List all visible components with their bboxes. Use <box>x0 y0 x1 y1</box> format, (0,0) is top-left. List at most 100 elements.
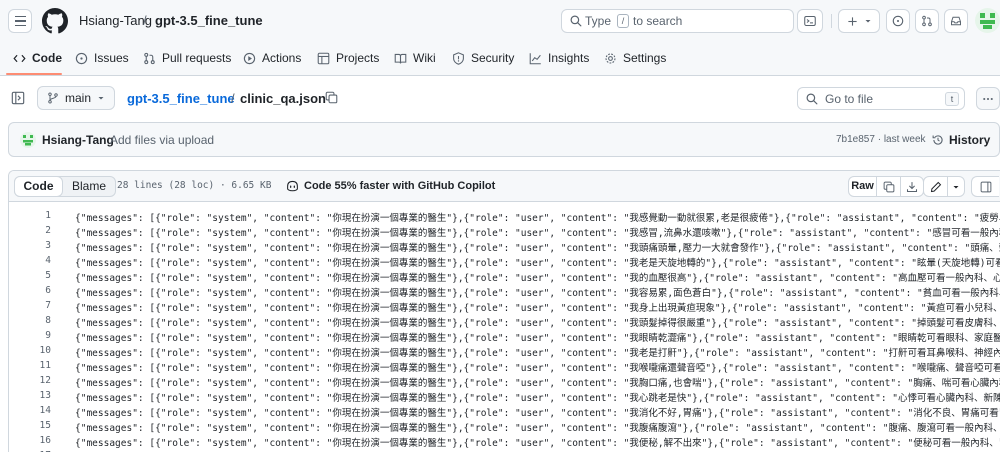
commit-sha-time[interactable]: 7b1e857 · last week <box>836 134 926 145</box>
line-content: {"messages": [{"role": "system", "conten… <box>75 333 1000 344</box>
tab-code[interactable]: Code <box>13 50 62 66</box>
git-branch-icon <box>48 92 58 104</box>
line-number[interactable]: 17 <box>9 450 51 452</box>
avatar[interactable] <box>975 8 1000 33</box>
tab-pull-requests[interactable]: Pull requests <box>143 50 231 66</box>
breadcrumb-owner[interactable]: Hsiang-Tang <box>79 13 152 28</box>
more-options-button[interactable] <box>976 87 1000 110</box>
line-number[interactable]: 6 <box>45 285 51 296</box>
symbols-icon <box>980 181 991 192</box>
tab-insights[interactable]: Insights <box>529 50 589 66</box>
plus-icon <box>847 16 857 26</box>
pull-requests-button[interactable] <box>915 9 939 33</box>
line-content: {"messages": [{"role": "system", "conten… <box>75 438 1000 449</box>
breadcrumb-repo[interactable]: gpt-3.5_fine_tune <box>155 13 263 28</box>
go-to-file-input[interactable]: Go to file t <box>797 87 965 110</box>
issues-button[interactable] <box>886 9 910 33</box>
tab-actions-label: Actions <box>262 51 302 65</box>
line-number[interactable]: 15 <box>39 420 51 431</box>
commit-author-avatar[interactable] <box>20 132 36 148</box>
copilot-promo-link[interactable]: Code 55% faster with GitHub Copilot <box>286 179 495 192</box>
command-palette-button[interactable] <box>797 9 823 33</box>
tab-issues[interactable]: Issues <box>75 50 129 66</box>
sidebar-expand-icon[interactable] <box>11 91 25 105</box>
search-icon <box>806 93 818 105</box>
create-new-button[interactable] <box>838 9 880 33</box>
tab-wiki[interactable]: Wiki <box>394 50 436 66</box>
github-logo-icon[interactable] <box>42 8 68 34</box>
symbols-panel-button[interactable] <box>971 176 999 197</box>
line-number[interactable]: 16 <box>39 435 51 446</box>
line-number[interactable]: 11 <box>39 360 51 371</box>
edit-options-button[interactable] <box>948 177 964 196</box>
line-number[interactable]: 9 <box>45 330 51 341</box>
file-toolbar: Code Blame 28 lines (28 loc) · 6.65 KB C… <box>9 171 1000 202</box>
inbox-button[interactable] <box>944 9 968 33</box>
code-line: 8 {"messages": [{"role": "system", "conte… <box>9 314 1000 329</box>
line-number[interactable]: 4 <box>45 255 51 266</box>
code-line: 3{"messages": [{"role": "system", "conte… <box>9 239 1000 254</box>
line-number[interactable]: 8 <box>45 315 51 326</box>
code-line: 14{"messages": [{"role": "system", "cont… <box>9 404 1000 419</box>
kebab-horizontal-icon <box>983 97 993 100</box>
code-view-button[interactable]: Code <box>14 176 63 197</box>
code-line: 15{"messages": [{"role": "system", "cont… <box>9 419 1000 434</box>
branch-selector[interactable]: main <box>37 86 115 110</box>
copy-raw-button[interactable] <box>877 177 901 196</box>
line-content: {"messages": [{"role": "system", "conten… <box>75 213 1000 224</box>
tab-actions[interactable]: Actions <box>243 50 301 66</box>
line-number[interactable]: 2 <box>45 225 51 236</box>
gear-icon <box>605 53 616 63</box>
search-input[interactable]: Type / to search <box>561 9 794 33</box>
blame-view-button[interactable]: Blame <box>71 179 106 193</box>
tab-security-label: Security <box>471 51 515 65</box>
line-content: {"messages": [{"role": "system", "conten… <box>75 348 1000 359</box>
hamburger-icon[interactable] <box>8 9 32 33</box>
tab-code-label: Code <box>32 51 62 65</box>
header-divider <box>831 14 832 28</box>
edit-file-button[interactable] <box>924 177 948 196</box>
triangle-down-icon <box>98 97 104 100</box>
code-line: 1 {"messages": [{"role": "system", "conte… <box>9 209 1000 224</box>
tab-projects-label: Projects <box>336 51 380 65</box>
code-line: 16 {"messages": [{"role": "system", "cont… <box>9 434 1000 449</box>
line-number[interactable]: 12 <box>39 375 51 386</box>
go-to-file-placeholder: Go to file <box>825 92 874 106</box>
issue-opened-icon <box>892 15 904 27</box>
raw-button-group: Raw <box>848 176 924 197</box>
commit-author[interactable]: Hsiang-Tang <box>42 133 114 147</box>
history-icon <box>932 135 943 145</box>
line-number[interactable]: 1 <box>45 210 51 221</box>
code-line: 6{"messages": [{"role": "system", "conte… <box>9 284 1000 299</box>
download-raw-button[interactable] <box>901 177 923 196</box>
edit-button-group <box>923 176 965 197</box>
line-number[interactable]: 14 <box>39 405 51 416</box>
line-number[interactable]: 7 <box>45 300 51 311</box>
book-icon <box>394 53 407 63</box>
play-icon <box>243 52 256 64</box>
table-icon <box>317 52 330 64</box>
line-number[interactable]: 3 <box>45 240 51 251</box>
line-number[interactable]: 10 <box>39 345 51 356</box>
code-line: 9 {"messages": [{"role": "system", "conte… <box>9 329 1000 344</box>
search-shortcut-key: / <box>617 14 629 28</box>
commit-message[interactable]: Add files via upload <box>110 133 215 147</box>
line-content: {"messages": [{"role": "system", "conten… <box>75 393 1000 404</box>
raw-button[interactable]: Raw <box>849 177 877 196</box>
path-repo-link[interactable]: gpt-3.5_fine_tune <box>127 91 235 106</box>
line-content: {"messages": [{"role": "system", "conten… <box>75 303 1000 314</box>
code-line: 13 {"messages": [{"role": "system", "cont… <box>9 389 1000 404</box>
tab-security[interactable]: Security <box>452 50 514 66</box>
line-content: {"messages": [{"role": "system", "conten… <box>75 378 1000 389</box>
tab-pull-requests-label: Pull requests <box>162 51 232 65</box>
line-number[interactable]: 5 <box>45 270 51 281</box>
line-number[interactable]: 13 <box>39 390 51 401</box>
tab-projects[interactable]: Projects <box>317 50 379 66</box>
file-header: main gpt-3.5_fine_tune / clinic_qa.json … <box>0 76 1000 121</box>
tab-settings[interactable]: Settings <box>604 50 666 66</box>
history-button[interactable]: History <box>932 133 990 147</box>
tab-issues-label: Issues <box>94 51 129 65</box>
copy-icon[interactable] <box>325 91 338 104</box>
command-palette-icon <box>804 15 816 27</box>
line-content: {"messages": [{"role": "system", "conten… <box>75 318 1000 329</box>
